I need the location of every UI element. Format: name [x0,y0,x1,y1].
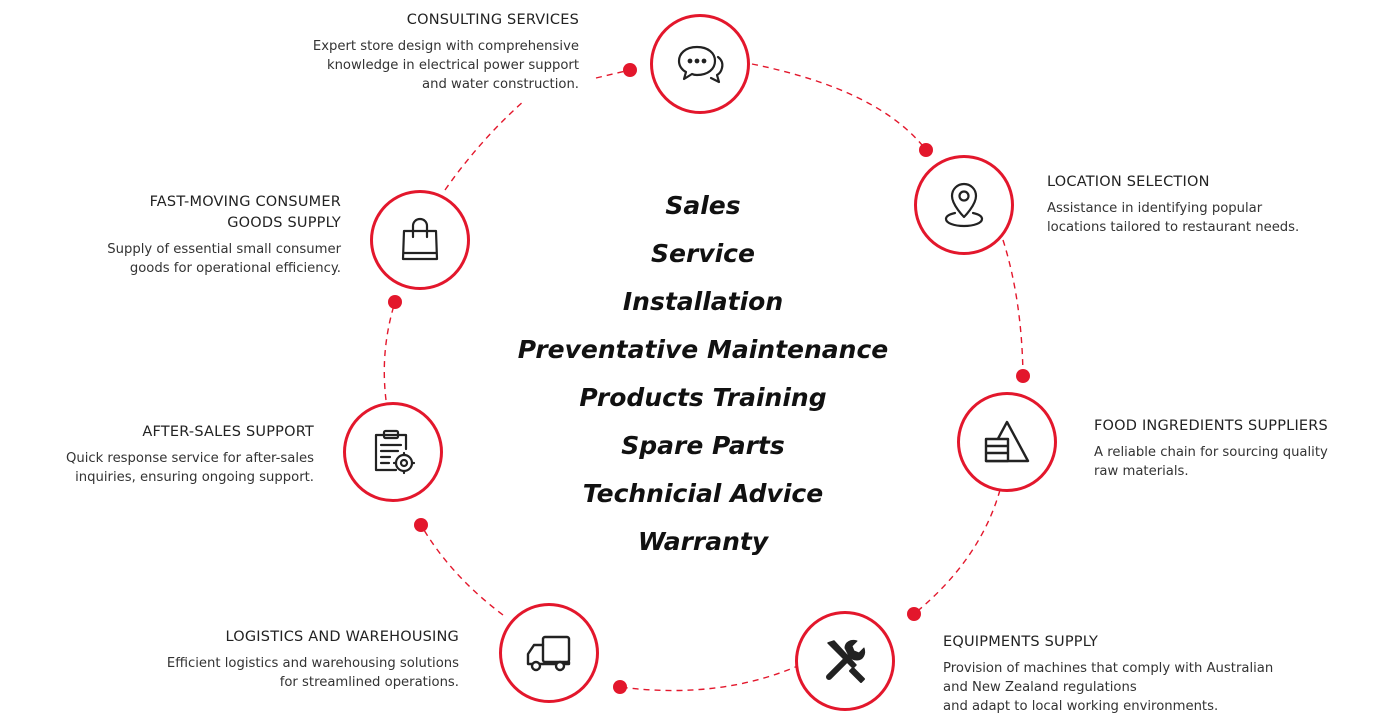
ring-segment [420,524,504,616]
ring-segment [595,69,631,79]
ring-segment [751,63,927,151]
logistics-title: LOGISTICS AND WAREHOUSING [225,629,459,645]
ring-dot [388,295,402,309]
logistics-node [499,603,599,703]
food-ingredients-title: FOOD INGREDIENTS SUPPLIERS [1094,418,1328,434]
after-sales-line: inquiries, ensuring ongoing support. [75,470,314,485]
location-line: Assistance in identifying popular [1047,201,1263,216]
fmcg-title: FAST-MOVING CONSUMER GOODS SUPPLY [107,192,341,234]
fmcg-title-line: GOODS SUPPLY [227,215,341,231]
ring-segment [1002,239,1024,377]
after-sales-line: Quick response service for after-sales [65,451,314,466]
location-text: LOCATION SELECTION Assistance in identif… [1047,172,1299,237]
consulting-line: knowledge in electrical power support [326,58,579,73]
center-item: Service [651,239,755,268]
clipboard-gear-icon [374,429,416,475]
fmcg-node [370,190,470,290]
location-node [914,155,1014,255]
equipments-line: and New Zealand regulations [943,680,1137,695]
equipments-line: and adapt to local working environments. [943,699,1219,714]
food-ingredients-text: FOOD INGREDIENTS SUPPLIERS A reliable ch… [1094,416,1328,481]
equipments-node [795,611,895,711]
equipments-line: Provision of machines that comply with A… [943,661,1274,676]
consulting-line: and water construction. [422,77,579,92]
equipments-title: EQUIPMENTS SUPPLY [943,634,1099,650]
ring-dot [414,518,428,532]
center-item: Sales [665,191,741,220]
after-sales-title: AFTER-SALES SUPPORT [142,424,314,440]
consulting-node [650,14,750,114]
after-sales-text: AFTER-SALES SUPPORT Quick response servi… [66,422,314,487]
ring-segment [444,99,526,191]
fmcg-text: FAST-MOVING CONSUMER GOODS SUPPLY Supply… [107,192,341,278]
ring-dot [919,143,933,157]
consulting-text: CONSULTING SERVICES Expert store design … [313,10,579,94]
logistics-text: LOGISTICS AND WAREHOUSING Efficient logi… [167,627,459,692]
location-line: locations tailored to restaurant needs. [1047,220,1300,235]
tools-icon [826,639,866,683]
equipments-text: EQUIPMENTS SUPPLY Provision of machines … [943,632,1273,716]
center-services-list: Sales Service Installation Preventative … [503,182,903,566]
ring-segment [913,489,1001,615]
location-pin-icon [944,182,984,228]
consulting-title: CONSULTING SERVICES [406,12,579,28]
ring-segment [619,664,801,692]
logistics-line: Efficient logistics and warehousing solu… [166,656,459,671]
food-ingredients-line: A reliable chain for sourcing quality [1094,445,1328,460]
location-title: LOCATION SELECTION [1047,174,1210,190]
after-sales-node [343,402,443,502]
ingredients-pile-icon [984,420,1030,463]
ring-dot [907,607,921,621]
fmcg-line: Supply of essential small consumer [107,242,341,257]
consulting-line: Expert store design with comprehensive [312,39,579,54]
truck-icon [526,635,571,672]
center-item: Preventative Maintenance [517,335,889,364]
food-ingredients-line: raw materials. [1094,464,1189,479]
ring-dot [613,680,627,694]
fmcg-title-line: FAST-MOVING CONSUMER [149,194,341,210]
ring-dot [623,63,637,77]
ring-dot [1016,369,1030,383]
chat-bubbles-icon [677,45,724,84]
logistics-line: for streamlined operations. [279,675,459,690]
center-item: Warranty [637,527,769,556]
food-ingredients-node [957,392,1057,492]
center-item: Spare Parts [621,431,785,460]
center-item: Installation [622,287,784,316]
shopping-bag-icon [401,217,439,261]
center-item: Technicial Advice [582,479,824,508]
center-item: Products Training [579,383,827,412]
fmcg-line: goods for operational efficiency. [129,261,341,276]
ring-segment [383,301,396,401]
